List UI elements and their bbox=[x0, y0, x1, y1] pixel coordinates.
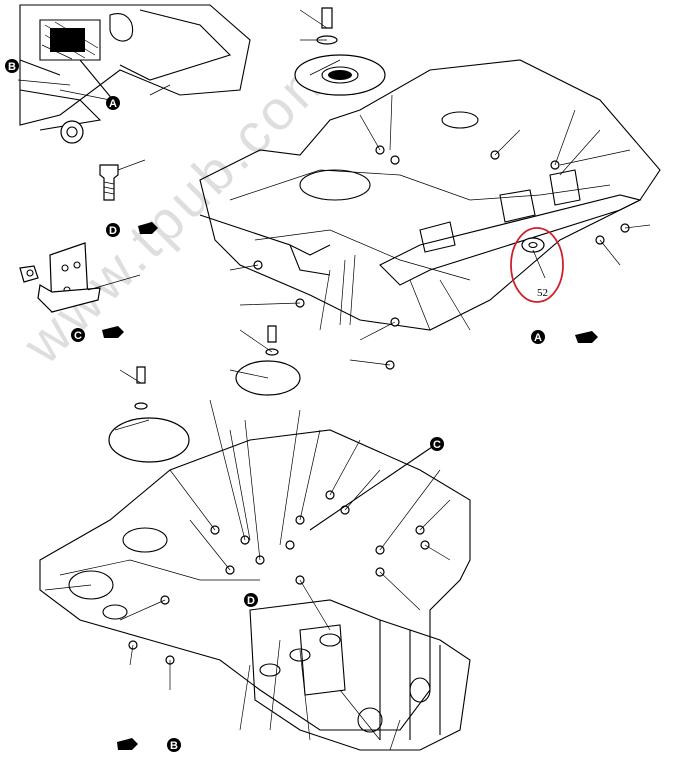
svg-text:D: D bbox=[109, 225, 117, 237]
callout-a-view: A bbox=[531, 330, 598, 344]
svg-text:B: B bbox=[8, 61, 16, 73]
callout-c-lower: C bbox=[430, 437, 444, 451]
callout-a-top-left: A bbox=[106, 96, 120, 110]
svg-text:C: C bbox=[433, 439, 441, 451]
svg-text:52: 52 bbox=[537, 287, 548, 299]
lower-assembly-view-b bbox=[39, 325, 471, 751]
svg-text:A: A bbox=[109, 98, 117, 110]
detail-c-bracket: C bbox=[19, 242, 141, 342]
highlighted-callout-52: 52 bbox=[510, 227, 564, 303]
inset-top-left bbox=[17, 4, 251, 144]
callout-b-view: B bbox=[117, 738, 181, 752]
svg-text:B: B bbox=[170, 740, 178, 752]
callout-d-lower: D bbox=[244, 593, 258, 607]
svg-text:A: A bbox=[534, 332, 542, 344]
svg-text:C: C bbox=[74, 330, 82, 342]
svg-text:D: D bbox=[247, 595, 255, 607]
callout-b-top-left: B bbox=[5, 59, 19, 73]
top-assembly-view-a bbox=[199, 7, 661, 370]
detail-d-bolt: D bbox=[99, 159, 158, 237]
